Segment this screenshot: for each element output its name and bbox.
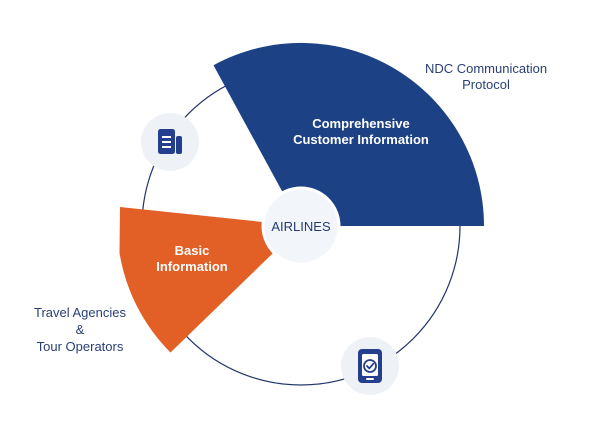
comprehensive-info-label-line1: Comprehensive <box>312 116 410 131</box>
airlines-hub <box>261 186 341 266</box>
ndc-protocol-label-line2: Protocol <box>462 77 510 92</box>
hub-label: AIRLINES <box>271 219 331 234</box>
basic-info-wedge <box>119 207 301 353</box>
basic-info-label-line1: Basic <box>175 243 210 258</box>
travel-agencies-label-line3: Tour Operators <box>37 339 124 354</box>
basic-info-label-line2: Information <box>156 259 228 274</box>
comprehensive-info-wedge <box>213 42 484 227</box>
travel-agencies-label-line2: & <box>76 322 85 337</box>
ndc-protocol-label-line1: NDC Communication <box>425 61 547 76</box>
document-icon <box>141 113 199 171</box>
mobile-check-icon <box>341 337 399 395</box>
comprehensive-info-label-line2: Customer Information <box>293 132 429 147</box>
travel-agencies-label-line1: Travel Agencies <box>34 305 127 320</box>
